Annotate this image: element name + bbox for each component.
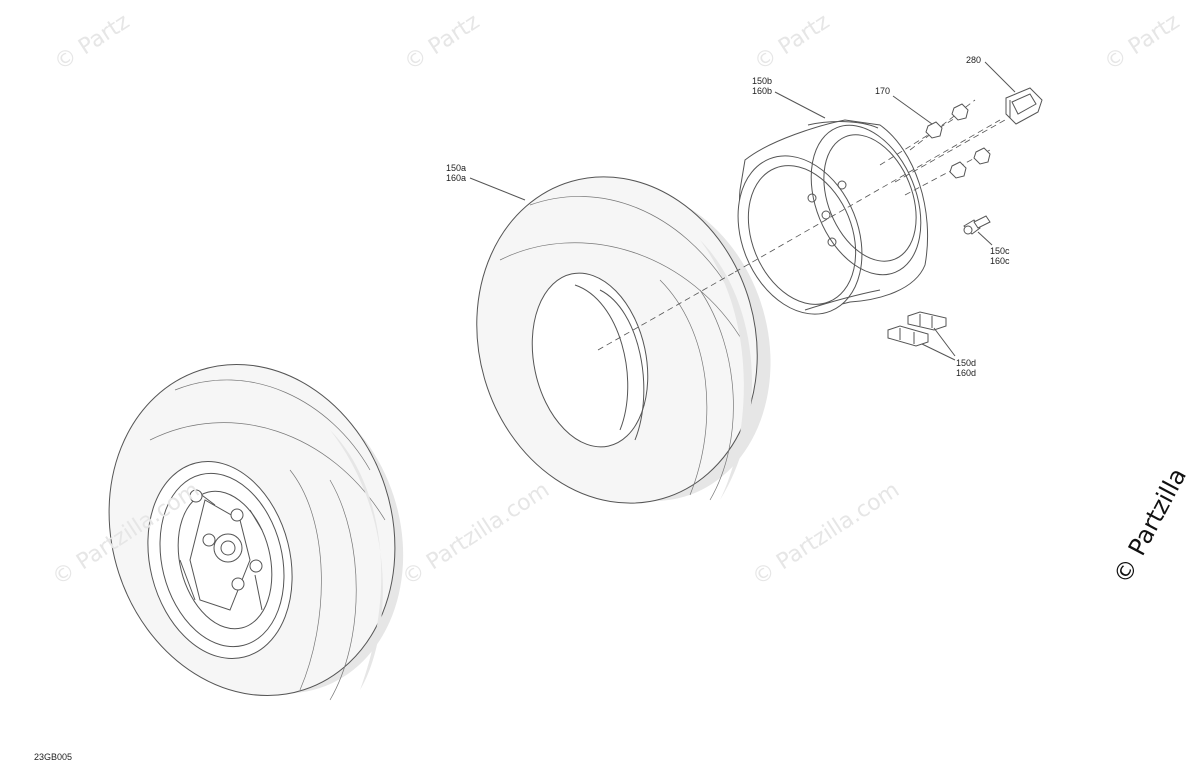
diagram-code: 23GB005 (34, 752, 73, 762)
assembled-wheel (108, 363, 404, 701)
callout-150d-160d: 150d 160d (956, 358, 977, 378)
balance-weights (887, 311, 947, 347)
callout-280: 280 (966, 55, 982, 65)
callout-170: 170 (875, 86, 891, 96)
valve-stem (963, 215, 991, 235)
tire (476, 176, 771, 504)
callout-150c-160c: 150c 160c (990, 246, 1010, 266)
rim (734, 119, 1001, 315)
callout-150b-160b: 150b 160b (752, 76, 773, 96)
leader-lines (469, 61, 1016, 361)
center-cap (1005, 87, 1043, 125)
lug-nuts (879, 99, 1006, 196)
callout-150a-160a: 150a 160a (446, 163, 467, 183)
